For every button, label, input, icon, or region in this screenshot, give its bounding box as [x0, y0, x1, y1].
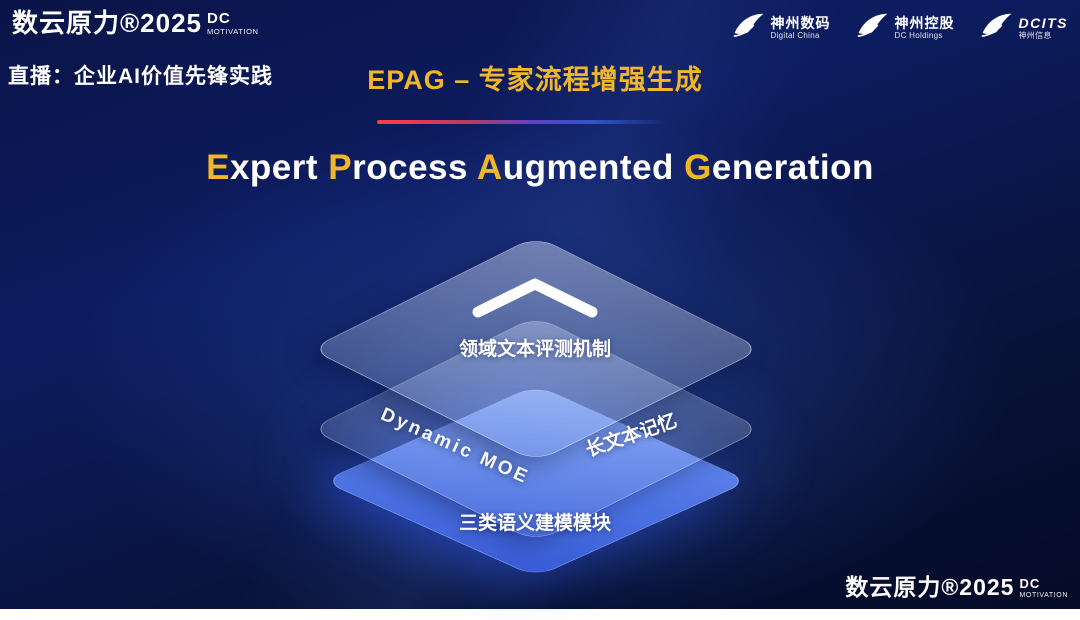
- dc-holdings-logo-icon: [857, 12, 889, 43]
- top-layer-label: 领域文本评测机制: [458, 339, 612, 360]
- partner-digital-china: 神州数码 Digital China: [733, 12, 831, 43]
- partner-name: 神州控股: [894, 14, 955, 31]
- chevron-up-icon: [468, 274, 602, 325]
- subtitle: Expert Process Augmented Generation: [0, 148, 1080, 188]
- subtitle-segment: G: [684, 148, 712, 187]
- subtitle-segment: xpert: [229, 148, 329, 187]
- partner-dc-holdings: 神州控股 DC Holdings: [857, 12, 955, 43]
- partner-dcits: DCITS 神州信息: [981, 12, 1069, 43]
- brand-motivation-label: MOTIVATION: [207, 27, 259, 36]
- gradient-divider: [377, 120, 667, 124]
- brand-name: 数云原力®2025: [845, 574, 1015, 600]
- brand-dc-label: DC: [1019, 576, 1041, 591]
- brand-name: 数云原力®2025: [12, 8, 202, 38]
- subtitle-segment: rocess: [352, 148, 477, 187]
- partner-subname: 神州信息: [1018, 30, 1052, 40]
- brand-dc-block: DC MOTIVATION: [207, 11, 259, 36]
- partner-text: DCITS 神州信息: [1019, 15, 1069, 40]
- brand-logo-top-left: 数云原力®2025 DC MOTIVATION: [12, 10, 259, 36]
- brand-dc-block: DC MOTIVATION: [1019, 577, 1068, 599]
- bottom-layer-label: 三类语义建模模块: [458, 513, 612, 534]
- partner-subname: DC Holdings: [894, 30, 943, 40]
- partner-subname: Digital China: [770, 30, 820, 40]
- digital-china-logo-icon: [733, 12, 765, 43]
- partner-text: 神州数码 Digital China: [771, 15, 831, 40]
- subtitle-segment: eneration: [711, 148, 874, 187]
- dcits-logo-icon: [981, 12, 1013, 43]
- partner-logos: 神州数码 Digital China 神州控股 DC Holdings DCIT…: [733, 12, 1069, 43]
- subtitle-segment: A: [476, 148, 503, 187]
- partner-name: 神州数码: [770, 14, 831, 31]
- partner-text: 神州控股 DC Holdings: [895, 15, 955, 40]
- page-title: EPAG – 专家流程增强生成: [367, 65, 703, 95]
- subtitle-segment: ugmented: [502, 148, 685, 187]
- subtitle-segment: P: [328, 148, 353, 187]
- brand-motivation-label: MOTIVATION: [1019, 592, 1068, 599]
- partner-name: DCITS: [1018, 14, 1068, 31]
- brand-logo-bottom-right: 数云原力®2025 DC MOTIVATION: [845, 574, 1068, 600]
- live-stream-label: 直播：企业AI价值先锋实践: [8, 65, 273, 88]
- subtitle-segment: E: [206, 148, 230, 187]
- brand-dc-label: DC: [207, 10, 231, 27]
